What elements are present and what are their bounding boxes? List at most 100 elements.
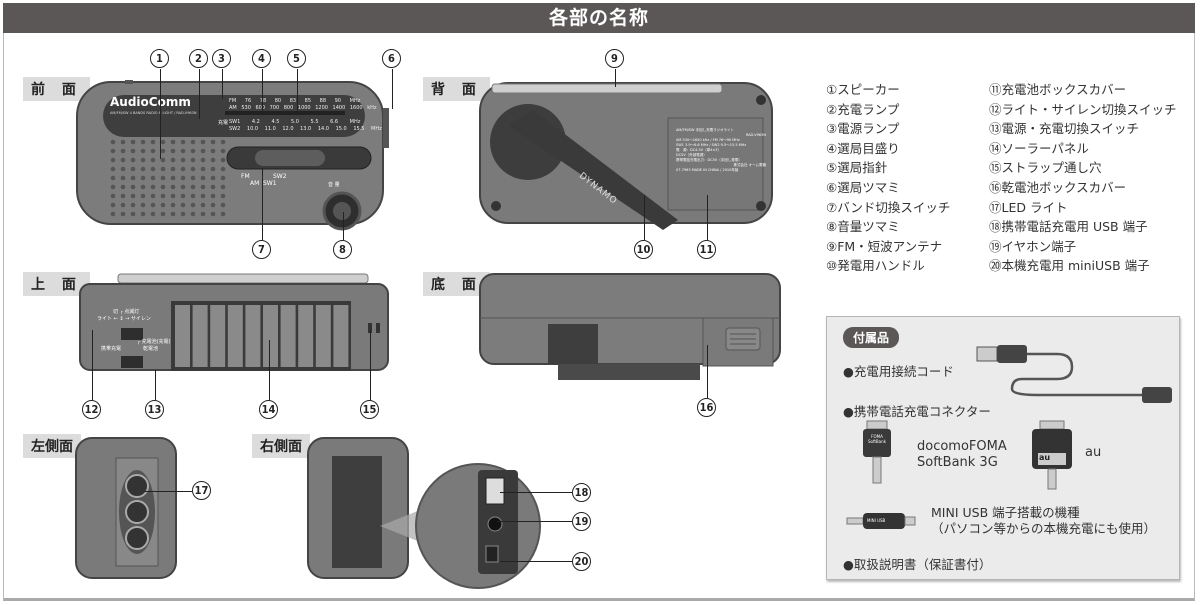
solar-cell	[192, 305, 208, 367]
callout-1: 1	[150, 49, 169, 68]
callout-2: 2	[189, 49, 208, 68]
speaker-hole	[120, 211, 126, 217]
speaker-hole	[160, 184, 166, 190]
speaker-hole	[200, 166, 206, 172]
speaker-hole	[150, 193, 156, 199]
callout-4: 4	[252, 49, 271, 68]
speaker-hole	[200, 139, 206, 145]
speaker-hole	[190, 175, 196, 181]
parts-list-item: ①スピーカー	[826, 82, 900, 97]
dial-sw2-scale: SW2 10.0 11.0 12.0 13.0 14.0 15.0 15.5 M…	[229, 126, 382, 132]
parts-list-item: ④選局目盛り	[826, 140, 900, 156]
miniusb-line1: MINI USB 端子搭載の機種	[931, 505, 1080, 520]
speaker-hole	[150, 139, 156, 145]
speaker-hole	[130, 139, 136, 145]
leader-line	[500, 561, 572, 562]
callout-10: 10	[634, 240, 653, 259]
callout-19: 19	[572, 512, 591, 531]
au-plug-label: au	[1039, 453, 1051, 462]
callout-20: 20	[572, 552, 591, 571]
callout-16: 16	[697, 398, 716, 417]
docomo-label: docomoFOMA	[917, 439, 1007, 454]
speaker-hole	[220, 157, 226, 163]
speaker-hole	[170, 139, 176, 145]
parts-list-item: ⑪充電池ボックスカバー	[989, 82, 1127, 97]
speaker-hole	[140, 202, 146, 208]
light-siren-switch	[121, 328, 143, 340]
rear-label-model: RAD-V963N	[745, 133, 766, 137]
speaker-hole	[150, 175, 156, 181]
light-switch-sublabel: 切 ┌ 点滅灯	[113, 309, 140, 315]
callout-8: 8	[333, 240, 352, 259]
speaker-hole	[110, 193, 116, 199]
speaker-hole	[170, 148, 176, 154]
speaker-hole	[120, 202, 126, 208]
callout-17: 17	[192, 481, 211, 500]
callout-7: 7	[252, 240, 271, 259]
speaker-hole	[130, 175, 136, 181]
parts-list-item: ⑤選局指針	[826, 160, 888, 176]
speaker-hole	[200, 148, 206, 154]
speaker-hole	[190, 157, 196, 163]
earphone-jack	[487, 516, 503, 532]
accessories-title: 付属品	[843, 327, 900, 348]
speaker-hole	[150, 202, 156, 208]
parts-list-item: ⑲イヤホン端子	[989, 238, 1077, 254]
parts-list-left: ①スピーカー ②充電ランプ ③電源ランプ ④選局目盛り ⑤選局指針 ⑥選局ツマミ…	[826, 80, 950, 276]
speaker-hole	[220, 148, 226, 154]
callout-13: 13	[145, 400, 164, 419]
speaker-hole	[110, 139, 116, 145]
parts-list-item: ⑬電源・充電切換スイッチ	[989, 121, 1140, 137]
band-am-label: AM	[250, 180, 260, 187]
dial-am-scale: AM 530 600 700 800 1000 1200 1400 1600 k…	[229, 105, 377, 111]
speaker-hole	[190, 202, 196, 208]
speaker-hole	[180, 202, 186, 208]
top-view-illustration	[79, 273, 389, 371]
leader-line	[222, 69, 223, 99]
speaker-hole	[220, 139, 226, 145]
speaker-hole	[160, 193, 166, 199]
speaker-hole	[170, 166, 176, 172]
volume-label: 音 量	[328, 182, 340, 188]
callout-14: 14	[259, 400, 278, 419]
speaker-hole	[140, 157, 146, 163]
speaker-hole	[210, 175, 216, 181]
usb-cable-icon	[976, 345, 1172, 403]
front-view-illustration	[76, 80, 389, 231]
dial-scale-bar	[225, 111, 345, 115]
speaker-hole	[130, 184, 136, 190]
leader-line	[199, 69, 200, 119]
solar-cell	[280, 305, 296, 367]
solar-cell	[298, 305, 314, 367]
speaker-hole	[210, 193, 216, 199]
speaker-hole	[130, 148, 136, 154]
docomo-connector-icon	[863, 420, 891, 484]
speaker-hole	[210, 202, 216, 208]
dial-fm-scale: FM 76 78 80 83 85 88 90 MHz	[229, 98, 361, 104]
miniusb-line2: （パソコン等からの本機充電にも使用）	[931, 521, 1157, 536]
speaker-hole	[210, 184, 216, 190]
callout-11: 11	[697, 240, 716, 259]
leader-line	[497, 521, 572, 522]
speaker-hole	[150, 148, 156, 154]
speaker-hole	[160, 175, 166, 181]
callout-6: 6	[382, 49, 401, 68]
leader-line	[370, 330, 371, 400]
speaker-hole	[120, 175, 126, 181]
speaker-hole	[190, 139, 196, 145]
speaker-hole	[130, 157, 136, 163]
speaker-hole	[140, 175, 146, 181]
speaker-hole	[150, 184, 156, 190]
left-side-illustration	[75, 437, 177, 579]
dynamo-handle	[508, 110, 678, 230]
speaker-hole	[210, 139, 216, 145]
speaker-hole	[110, 157, 116, 163]
usb-port	[485, 477, 505, 505]
speaker-hole	[220, 166, 226, 172]
speaker-hole	[200, 211, 206, 217]
speaker-hole	[170, 211, 176, 217]
speaker-hole	[180, 157, 186, 163]
leader-line	[92, 330, 93, 400]
softbank-label: SoftBank 3G	[917, 455, 998, 470]
